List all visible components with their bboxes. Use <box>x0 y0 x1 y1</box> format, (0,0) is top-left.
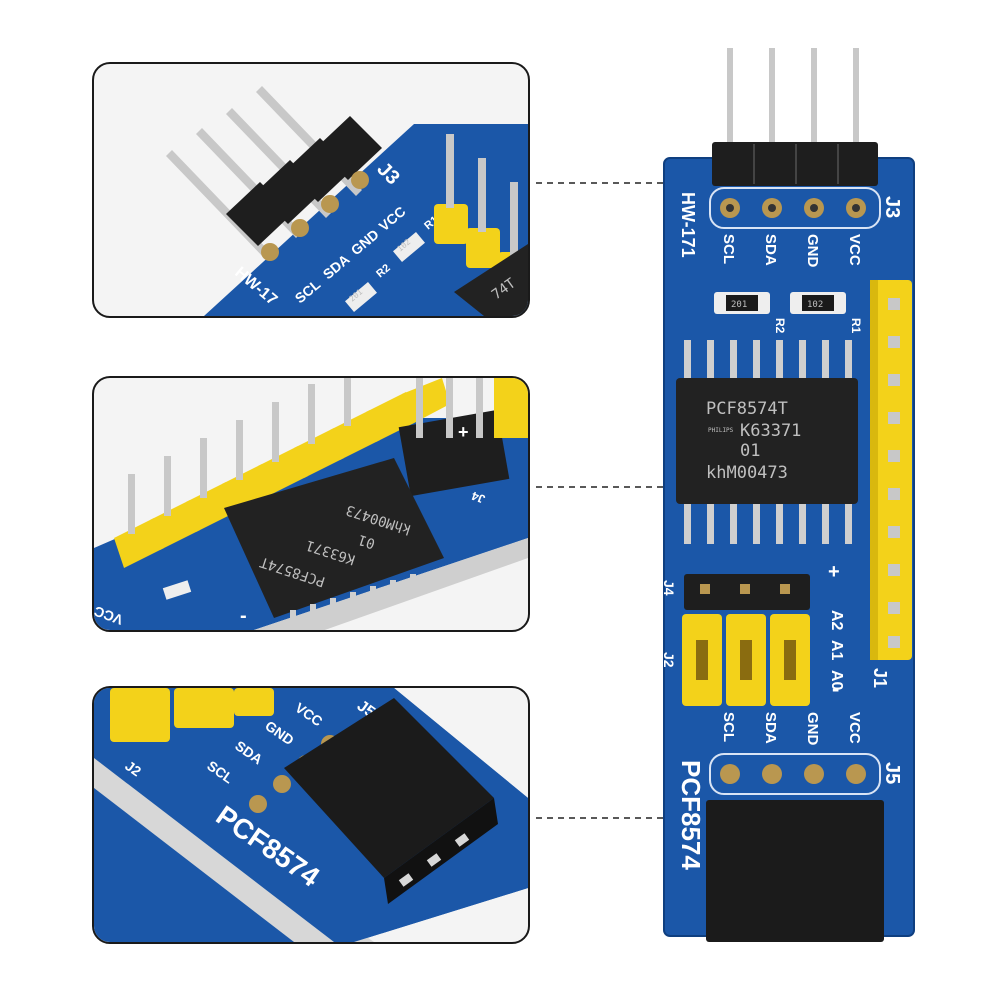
jumper-minus-label: - <box>832 676 839 701</box>
jumper-plus-label: + <box>828 561 840 583</box>
zoom2-plus-label: + <box>458 422 469 442</box>
addr-label-a0: A0 <box>828 670 845 691</box>
zoom-panel-chip: PCF8574T K63371 01 khM00473 VCC J4 + - <box>92 376 530 632</box>
top-header-pads <box>709 187 881 229</box>
zoom2-minus-label: - <box>240 605 247 627</box>
top-header-label: J3 <box>881 196 903 218</box>
svg-text:102: 102 <box>807 300 823 310</box>
top-pin-label-3: GND <box>804 234 821 268</box>
chip-body <box>676 378 858 504</box>
model-label: HW-171 <box>678 192 698 258</box>
resistor-r1-label: R1 <box>849 318 863 334</box>
zoom-chip-illustration: PCF8574T K63371 01 khM00473 VCC J4 + - <box>94 378 528 630</box>
female-header-socket <box>706 800 884 942</box>
jumper-caps <box>682 614 810 706</box>
product-label: PCF8574 <box>676 760 706 870</box>
zoom-bottom-header-illustration: J2 VCC GND SDA SCL J5 PCF8574 <box>94 688 528 942</box>
zoom-panel-bottom-header: J2 VCC GND SDA SCL J5 PCF8574 <box>92 686 530 944</box>
zoom-panel-top-header: J3 VCC GND SDA SCL HW-17 102 R1 201 R2 7… <box>92 62 530 318</box>
addr-label-a2: A2 <box>828 610 845 631</box>
bottom-pin-label-3: GND <box>804 712 821 746</box>
chip-line-3: 01 <box>740 441 760 461</box>
bottom-pin-label-1: SCL <box>720 712 737 742</box>
top-pin-label-1: SCL <box>720 234 737 264</box>
svg-text:201: 201 <box>731 300 747 310</box>
chip-line-4: khM00473 <box>706 463 788 483</box>
top-header-pins <box>712 48 878 186</box>
bottom-header-label: J5 <box>881 762 903 784</box>
resistor-r2: 201 <box>714 292 770 314</box>
bottom-header-pads <box>709 753 881 795</box>
jumper-pin-row <box>684 574 810 610</box>
resistor-r1: 102 <box>790 292 846 314</box>
bottom-pin-label-4: VCC <box>846 712 863 744</box>
top-pin-label-2: SDA <box>762 234 779 266</box>
zoom2-chip-line-3: 01 <box>356 531 377 551</box>
chip-line-2: K63371 <box>740 421 801 441</box>
chip-line-1: PCF8574T <box>706 399 788 419</box>
chip-brand: PHILIPS <box>708 427 734 434</box>
jumper-j2-label: J2 <box>661 652 677 668</box>
zoom2-j4-label: J4 <box>469 489 487 507</box>
bottom-pin-label-2: SDA <box>762 712 779 744</box>
addr-label-a1: A1 <box>828 640 845 661</box>
side-header-j1 <box>870 280 912 660</box>
resistor-r2-label: R2 <box>773 318 787 334</box>
side-header-label: J1 <box>870 668 890 688</box>
zoom-top-header-illustration: J3 VCC GND SDA SCL HW-17 102 R1 201 R2 7… <box>166 86 528 316</box>
jumper-j4-label: J4 <box>661 580 677 596</box>
top-pin-label-4: VCC <box>846 234 863 266</box>
chip-legs <box>684 340 852 544</box>
